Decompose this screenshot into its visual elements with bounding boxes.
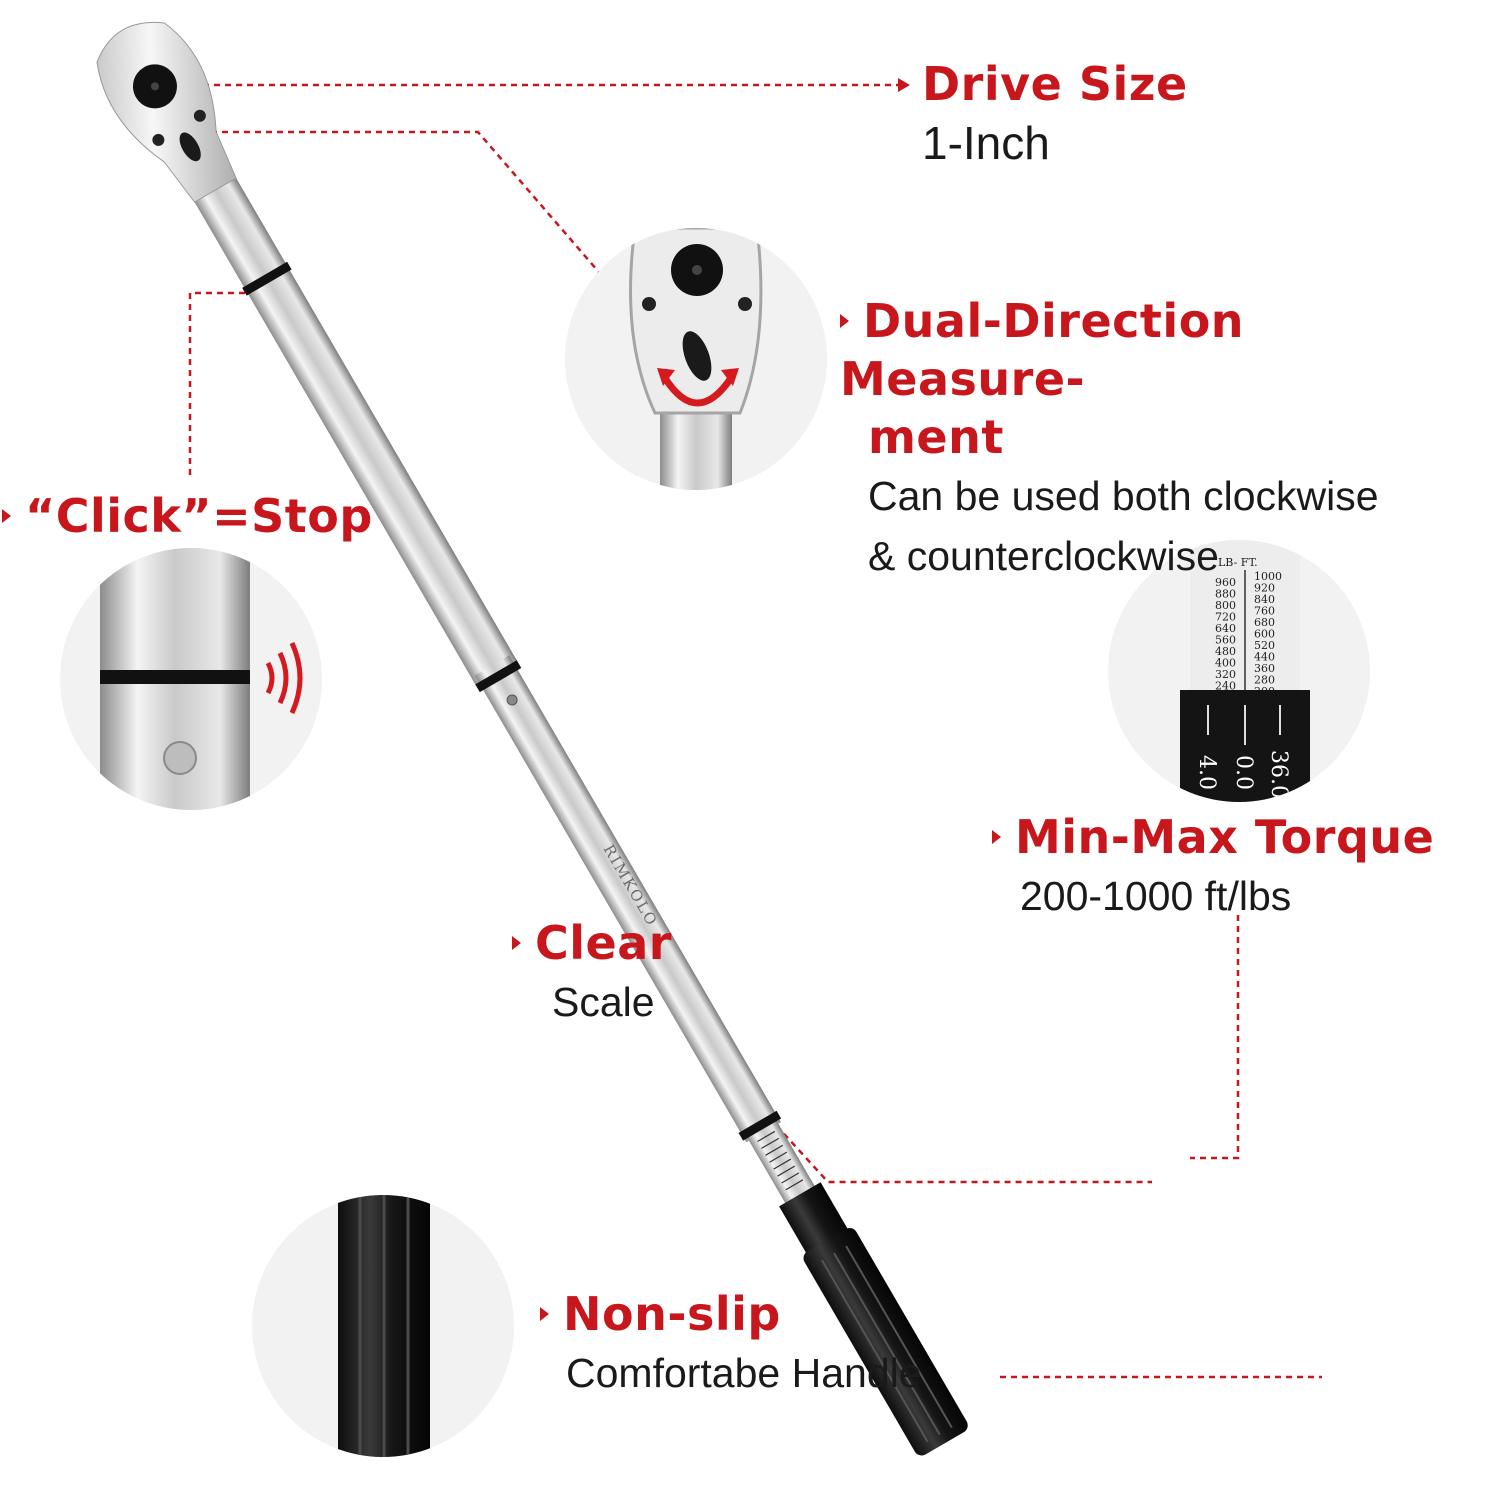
- scale-right-value: 840: [1254, 593, 1275, 606]
- rotate-arrow-icon: [662, 376, 734, 407]
- ratchet-head-detail: [565, 228, 827, 490]
- right-triangle-icon: [992, 829, 1001, 844]
- scale-left-value: 640: [1215, 622, 1236, 635]
- handle-detail: [252, 1195, 514, 1457]
- dial-value-3: 36.0: [1266, 750, 1291, 799]
- right-triangle-icon: [840, 313, 849, 328]
- callout-dual-direction: Dual-Direction Measure- ment Can be used…: [840, 292, 1492, 586]
- scale-left-value: 880: [1215, 588, 1236, 601]
- scale-left-value: 240: [1215, 680, 1236, 693]
- click-stop-title: “Click”=Stop: [25, 489, 373, 543]
- sound-waves-icon: [265, 641, 303, 715]
- dial-value-1: 4.0: [1194, 755, 1219, 790]
- scale-left-value: 720: [1215, 611, 1236, 624]
- click-ring-detail: [60, 548, 322, 810]
- clear-scale-title: Clear: [535, 916, 672, 970]
- scale-left-value: 400: [1215, 657, 1236, 670]
- dial-value-2: 0.0: [1231, 755, 1256, 790]
- callout-click-stop: “Click”=Stop: [2, 487, 373, 545]
- scale-left-value: 800: [1215, 599, 1236, 612]
- min-max-subtitle: 200-1000 ft/lbs: [1020, 873, 1292, 919]
- scale-right-value: 360: [1254, 662, 1275, 675]
- scale-right-value: 440: [1254, 651, 1275, 664]
- callout-min-max-torque: Min-Max Torque 200-1000 ft/lbs: [992, 808, 1434, 926]
- dual-direction-title-line2: ment: [868, 410, 1004, 464]
- right-triangle-icon: [2, 508, 11, 523]
- drive-size-subtitle: 1-Inch: [922, 117, 1050, 169]
- non-slip-subtitle: Comfortabe Handle: [566, 1350, 922, 1396]
- min-max-title: Min-Max Torque: [1015, 810, 1435, 864]
- callout-drive-size: Drive Size 1-Inch: [922, 55, 1188, 173]
- scale-right-value: 280: [1254, 674, 1275, 687]
- scale-left-value: 480: [1215, 645, 1236, 658]
- scale-right-value: 680: [1254, 616, 1275, 629]
- clear-scale-subtitle: Scale: [552, 979, 655, 1025]
- scale-right-value: 920: [1254, 582, 1275, 595]
- scale-left-value: 320: [1215, 668, 1236, 681]
- scale-right-value: 520: [1254, 639, 1275, 652]
- scale-header: LB- FT.: [1218, 556, 1258, 569]
- scale-right-value: 1000: [1254, 570, 1282, 583]
- drive-size-title: Drive Size: [922, 57, 1188, 111]
- scale-right-value: 760: [1254, 605, 1275, 618]
- drive-size-arrow-icon: [898, 78, 910, 92]
- dual-direction-subtitle-line1: Can be used both clockwise: [868, 473, 1379, 519]
- scale-right-value: 600: [1254, 628, 1275, 641]
- dual-direction-subtitle-line2: & counterclockwise: [868, 533, 1219, 579]
- dual-direction-title-line1: Dual-Direction Measure-: [840, 294, 1245, 406]
- right-triangle-icon: [512, 935, 521, 950]
- scale-left-value: 960: [1215, 576, 1236, 589]
- scale-left-value: 560: [1215, 634, 1236, 647]
- callout-non-slip: Non-slip Comfortabe Handle: [540, 1285, 922, 1403]
- right-triangle-icon: [540, 1306, 549, 1321]
- callout-clear-scale: Clear Scale: [512, 914, 672, 1032]
- non-slip-title: Non-slip: [563, 1287, 781, 1341]
